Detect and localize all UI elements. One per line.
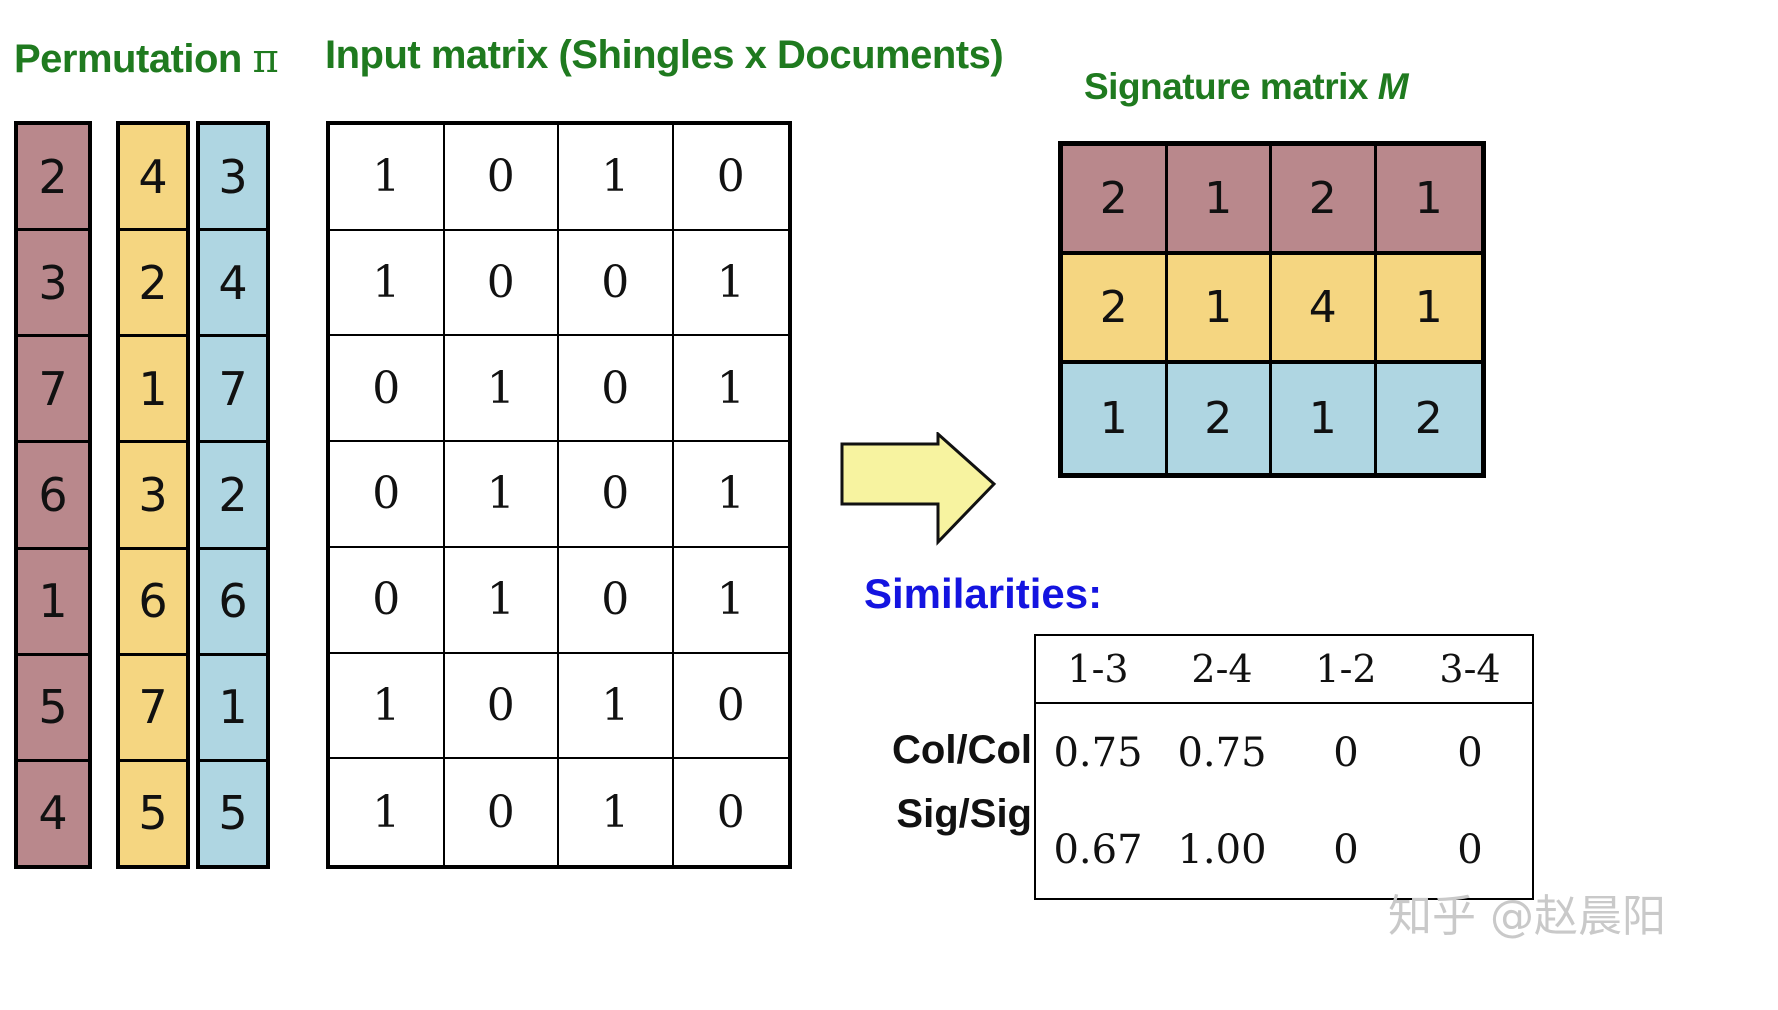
similarities-data-row-sig-sig: 0.67 1.00 0 0 <box>1036 801 1532 898</box>
permutation-heading: Permutation π <box>14 36 279 82</box>
input-matrix-cell: 1 <box>330 653 445 760</box>
input-matrix-cell: 0 <box>673 125 788 231</box>
input-matrix-cell: 1 <box>330 230 445 337</box>
input-matrix-cell: 0 <box>444 653 559 760</box>
input-matrix-cell: 0 <box>445 759 559 865</box>
similarities-cell: 0 <box>1457 826 1483 873</box>
similarities-cell: 1.00 <box>1177 826 1267 873</box>
input-matrix-cell: 1 <box>444 336 559 443</box>
input-matrix-cell: 0 <box>559 442 674 548</box>
input-matrix-cell: 0 <box>330 547 445 654</box>
similarities-header-row: 1-3 2-4 1-2 3-4 <box>1036 636 1532 704</box>
signature-matrix-cell: 2 <box>1063 255 1168 364</box>
input-matrix-cell: 0 <box>444 125 559 231</box>
signature-matrix-heading-label: Signature matrix <box>1084 66 1368 107</box>
signature-matrix-heading: Signature matrix M <box>1084 66 1409 108</box>
permutation-cell: 1 <box>18 550 88 656</box>
similarities-table: 1-3 2-4 1-2 3-4 0.75 0.75 0 0 0.67 1.00 … <box>1034 634 1534 900</box>
input-matrix-cell: 1 <box>444 442 559 548</box>
permutation-cell: 7 <box>120 656 186 762</box>
similarities-row-label-sig-sig: Sig/Sig <box>896 792 1032 836</box>
input-matrix-cell: 1 <box>559 653 674 760</box>
similarities-column-header: 1-2 <box>1315 647 1377 691</box>
permutation-cell: 5 <box>218 786 248 841</box>
permutation-cell: 7 <box>200 337 266 444</box>
permutation-column-blue: 3 4 7 2 6 1 5 <box>196 121 270 869</box>
signature-matrix-cell: 2 <box>1272 146 1377 255</box>
input-matrix-cell: 0 <box>559 230 674 337</box>
signature-matrix-cell: 4 <box>1272 255 1377 364</box>
signature-matrix-cell: 2 <box>1063 146 1168 255</box>
permutation-column-yellow: 4 2 1 3 6 7 5 <box>116 121 190 869</box>
permutation-cell: 3 <box>120 443 186 550</box>
input-matrix-cell: 0 <box>444 230 559 337</box>
input-matrix: 1 0 1 0 1 0 0 1 0 1 0 1 0 1 0 1 0 1 0 1 … <box>326 121 792 869</box>
similarities-column-header: 2-4 <box>1191 647 1253 691</box>
permutation-cell: 6 <box>120 550 186 656</box>
similarities-cell: 0 <box>1333 729 1359 776</box>
permutation-cell: 2 <box>200 443 266 550</box>
similarities-title: Similarities: <box>864 570 1103 617</box>
permutation-cell: 3 <box>18 231 88 338</box>
input-matrix-cell: 0 <box>559 336 674 443</box>
right-arrow-icon <box>840 432 997 546</box>
input-matrix-cell: 0 <box>330 442 445 548</box>
input-matrix-cell: 1 <box>673 442 788 548</box>
signature-matrix-symbol: M <box>1377 66 1409 107</box>
signature-matrix-cell: 1 <box>1063 364 1168 473</box>
permutation-column-rose: 2 3 7 6 1 5 4 <box>14 121 92 869</box>
signature-matrix-cell: 1 <box>1167 255 1272 364</box>
permutation-cell: 4 <box>120 125 186 232</box>
signature-matrix-cell: 2 <box>1167 364 1272 473</box>
input-matrix-cell: 0 <box>330 336 445 443</box>
permutation-cell: 4 <box>200 231 266 338</box>
permutation-cell: 7 <box>18 337 88 444</box>
input-matrix-cell: 1 <box>559 125 674 231</box>
pi-symbol: π <box>252 36 279 82</box>
similarities-cell: 0.67 <box>1053 826 1143 873</box>
permutation-cell: 3 <box>200 125 266 232</box>
similarities-row-labels: Col/Col Sig/Sig <box>852 718 1032 846</box>
similarities-column-header: 1-3 <box>1067 647 1129 691</box>
permutation-cell: 4 <box>38 786 68 841</box>
permutation-cell: 5 <box>18 656 88 762</box>
input-matrix-cell: 0 <box>673 654 788 760</box>
similarities-cell: 0 <box>1333 826 1359 873</box>
signature-matrix-cell: 1 <box>1272 364 1377 473</box>
input-matrix-cell: 1 <box>559 759 674 865</box>
input-matrix-cell: 1 <box>444 547 559 654</box>
permutation-cell: 1 <box>120 337 186 444</box>
input-matrix-heading: Input matrix (Shingles x Documents) <box>325 33 1004 77</box>
input-matrix-cell: 1 <box>673 548 788 654</box>
similarities-row-label-col-col: Col/Col <box>892 728 1032 772</box>
input-matrix-cell: 1 <box>330 125 445 231</box>
permutation-cell: 5 <box>138 786 168 841</box>
similarities-cell: 0 <box>1457 729 1483 776</box>
input-matrix-cell: 1 <box>330 759 445 865</box>
input-matrix-cell: 0 <box>559 547 674 654</box>
input-matrix-cell: 0 <box>716 786 745 838</box>
signature-matrix-cell: 1 <box>1376 146 1481 255</box>
permutation-heading-label: Permutation <box>14 37 242 81</box>
permutation-cell: 6 <box>18 443 88 550</box>
input-matrix-cell: 1 <box>673 231 788 337</box>
permutation-cell: 2 <box>120 231 186 338</box>
similarities-cell: 0.75 <box>1053 729 1143 776</box>
permutation-cell: 6 <box>200 550 266 656</box>
similarities-cell: 0.75 <box>1177 729 1267 776</box>
permutation-cell: 2 <box>18 125 88 232</box>
signature-matrix-cell: 2 <box>1376 364 1481 473</box>
similarities-column-header: 3-4 <box>1439 647 1501 691</box>
input-matrix-cell: 1 <box>673 336 788 443</box>
signature-matrix-cell: 1 <box>1376 255 1481 364</box>
similarities-data-row-col-col: 0.75 0.75 0 0 <box>1036 704 1532 801</box>
signature-matrix: 2 1 2 1 2 1 4 1 1 2 1 2 <box>1058 141 1486 478</box>
signature-matrix-cell: 1 <box>1167 146 1272 255</box>
permutation-cell: 1 <box>200 656 266 762</box>
